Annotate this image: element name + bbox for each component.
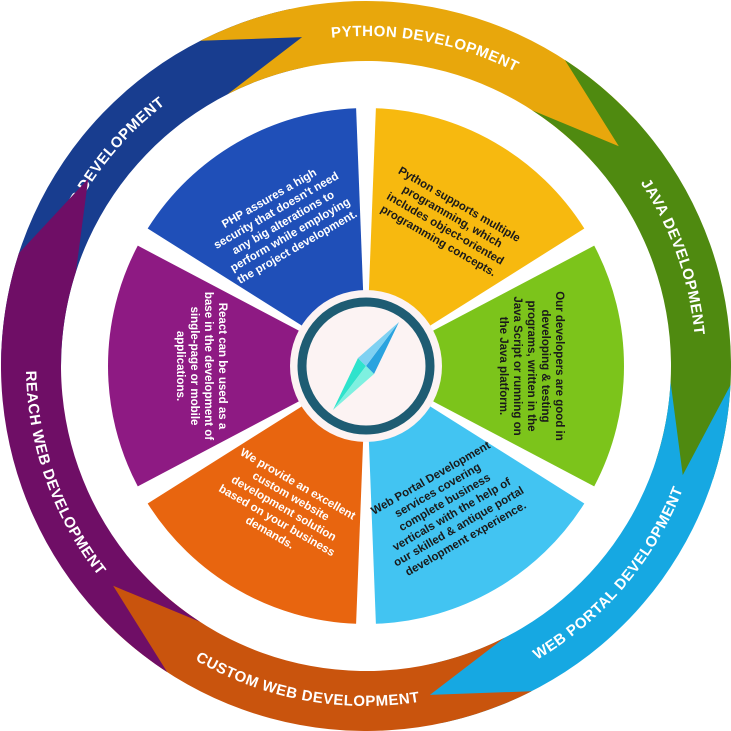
web-portal-wedge xyxy=(366,375,585,624)
custom-web-wedge xyxy=(147,375,366,624)
custom-web-arrow xyxy=(64,512,532,731)
php-wedge xyxy=(147,108,366,357)
python-arrow xyxy=(200,0,668,220)
reach-web-description-group: React can be used as a base in the devel… xyxy=(173,291,229,441)
java-description-group: Our developers are good in developing & … xyxy=(496,291,566,441)
python-wedge xyxy=(366,108,585,357)
reach-web-arrow xyxy=(0,178,200,673)
center-hub xyxy=(290,290,442,442)
java-wedge xyxy=(381,245,624,487)
compass-icon xyxy=(333,322,399,410)
inner-wedge-ring: PHP assures a high security that doesn't… xyxy=(108,108,624,624)
reach-web-description: React can be used as a base in the devel… xyxy=(173,291,229,441)
hub-ring xyxy=(297,297,435,435)
reach-web-wedge xyxy=(108,245,351,487)
java-arrow xyxy=(532,59,731,554)
java-description: Our developers are good in developing & … xyxy=(496,291,566,441)
